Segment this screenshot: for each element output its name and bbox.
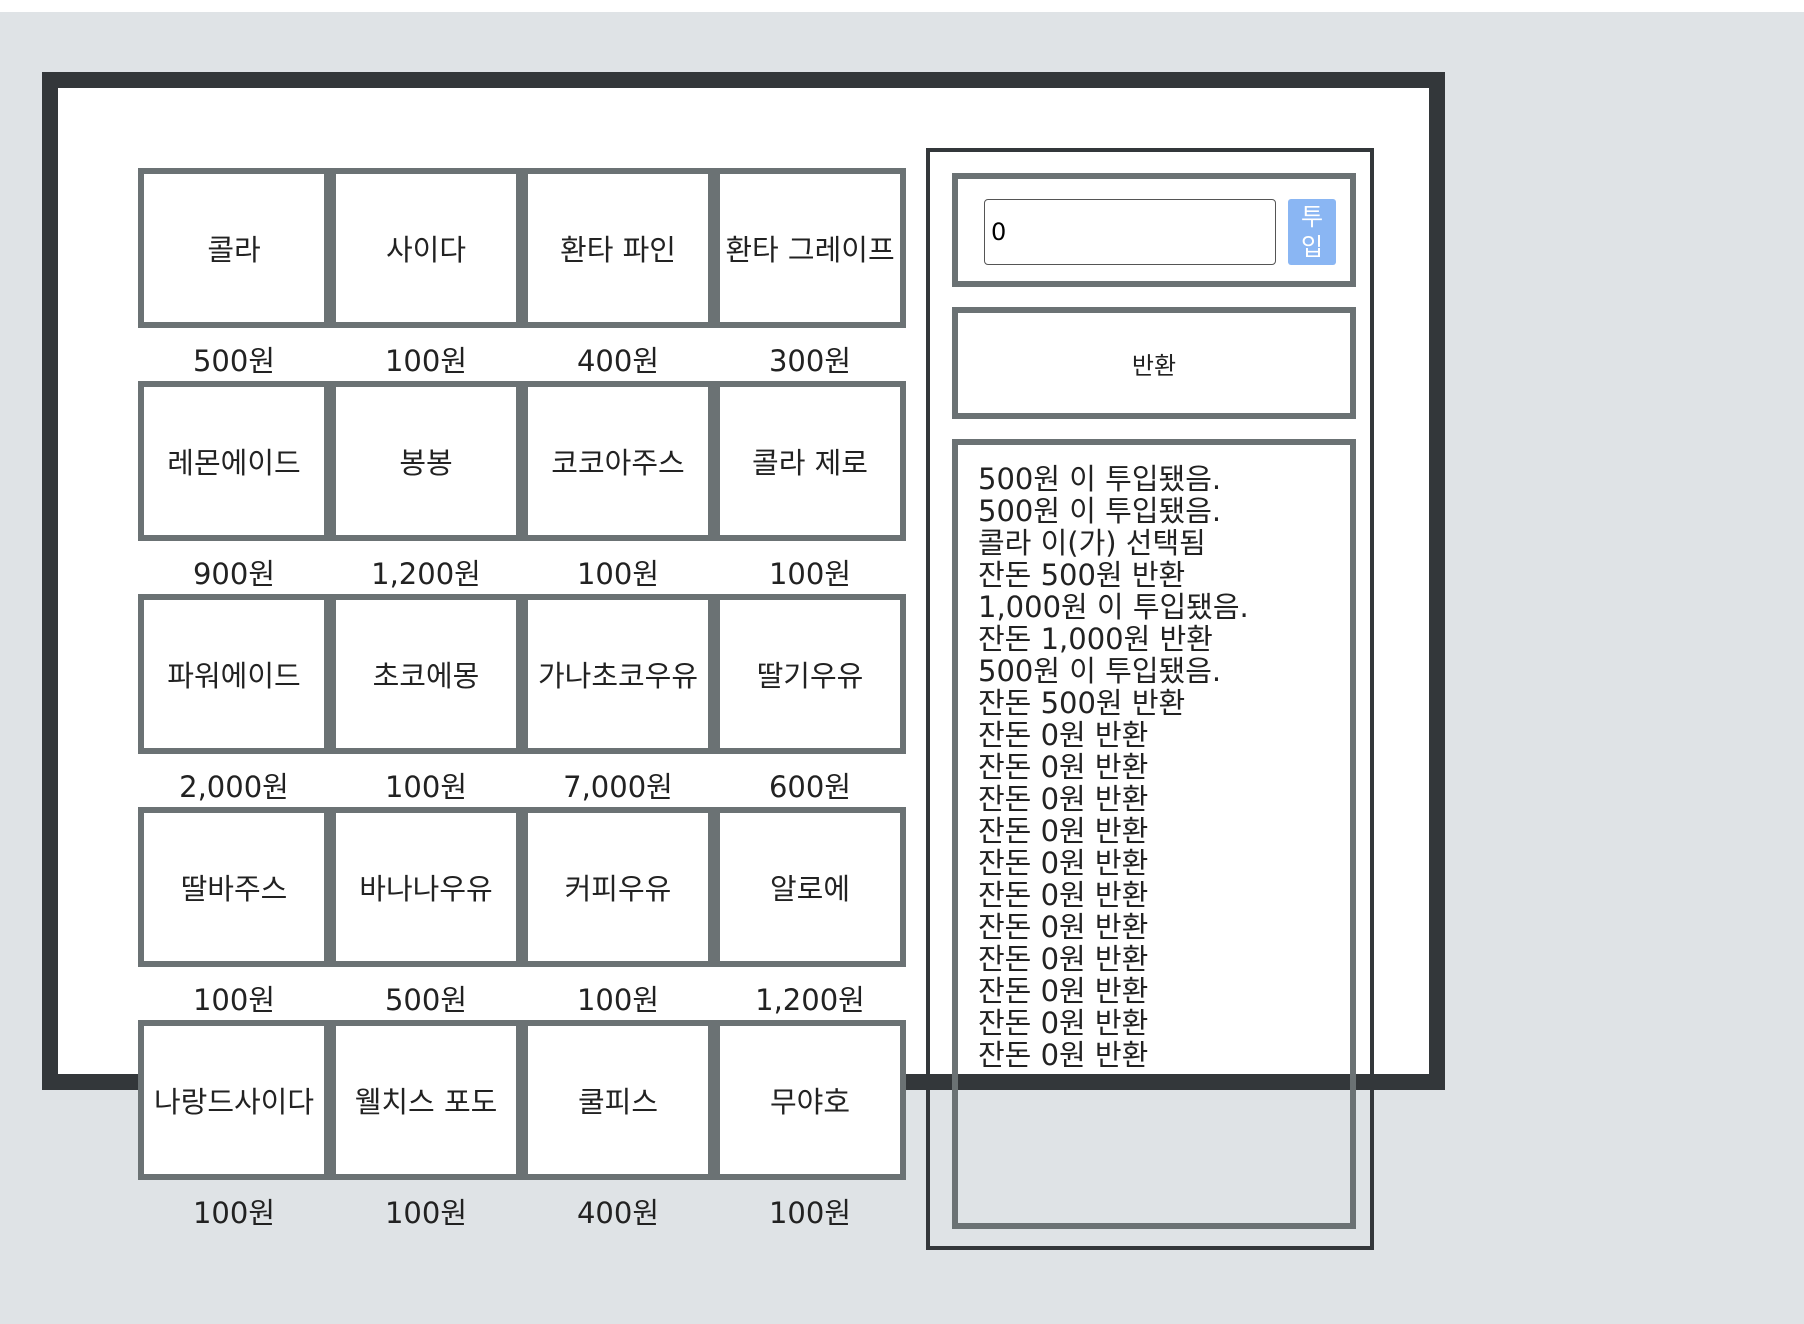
log-line: 잔돈 0원 반환 — [978, 974, 1149, 1008]
activity-log: 500원 이 투입됐음. 500원 이 투입됐음. 콜라 이(가) 선택됨 잔돈… — [952, 439, 1356, 1229]
product-price: 100원 — [384, 344, 468, 378]
product-slot: 알로에 1,200원 — [714, 807, 906, 1019]
product-button[interactable]: 봉봉 — [330, 381, 522, 541]
product-price: 1,200원 — [371, 557, 481, 591]
control-panel — [926, 148, 1374, 1250]
log-line: 콜라 이(가) 선택됨 — [978, 526, 1206, 560]
product-button[interactable]: 콜라 제로 — [714, 381, 906, 541]
product-button[interactable]: 환타 그레이프 — [714, 168, 906, 328]
product-button[interactable]: 코코아주스 — [522, 381, 714, 541]
product-slot: 레몬에이드 900원 — [138, 381, 330, 593]
product-price: 900원 — [192, 557, 276, 591]
product-button[interactable]: 쿨피스 — [522, 1020, 714, 1180]
product-slot: 봉봉 1,200원 — [330, 381, 522, 593]
return-change-button[interactable]: 반환 — [952, 307, 1356, 419]
log-line: 500원 이 투입됐음. — [978, 462, 1222, 496]
log-line: 1,000원 이 투입됐음. — [978, 590, 1249, 624]
log-line: 잔돈 0원 반환 — [978, 942, 1149, 976]
log-line: 잔돈 0원 반환 — [978, 718, 1149, 752]
log-line: 잔돈 0원 반환 — [978, 1006, 1149, 1040]
product-price: 100원 — [768, 557, 852, 591]
product-price: 400원 — [576, 1196, 660, 1230]
product-price: 100원 — [576, 557, 660, 591]
log-line: 잔돈 0원 반환 — [978, 910, 1149, 944]
product-price: 7,000원 — [563, 770, 673, 804]
product-slot: 무야호 100원 — [714, 1020, 906, 1232]
product-button[interactable]: 커피우유 — [522, 807, 714, 967]
coin-amount-input[interactable] — [984, 199, 1276, 265]
product-price: 100원 — [384, 1196, 468, 1230]
log-lines: 500원 이 투입됐음. 500원 이 투입됐음. 콜라 이(가) 선택됨 잔돈… — [978, 463, 1348, 1071]
product-slot: 바나나우유 500원 — [330, 807, 522, 1019]
insert-coin-button[interactable]: 투입 — [1288, 199, 1336, 265]
product-button[interactable]: 콜라 — [138, 168, 330, 328]
log-line: 잔돈 0원 반환 — [978, 1038, 1149, 1072]
log-line: 500원 이 투입됐음. — [978, 494, 1222, 528]
product-price: 100원 — [192, 983, 276, 1017]
product-slot: 코코아주스 100원 — [522, 381, 714, 593]
product-slot: 환타 파인 400원 — [522, 168, 714, 380]
product-slot: 커피우유 100원 — [522, 807, 714, 1019]
product-button[interactable]: 환타 파인 — [522, 168, 714, 328]
product-button[interactable]: 무야호 — [714, 1020, 906, 1180]
product-price: 100원 — [384, 770, 468, 804]
product-button[interactable]: 알로에 — [714, 807, 906, 967]
product-button[interactable]: 딸기우유 — [714, 594, 906, 754]
product-button[interactable]: 바나나우유 — [330, 807, 522, 967]
product-slot: 딸바주스 100원 — [138, 807, 330, 1019]
product-price: 100원 — [192, 1196, 276, 1230]
product-price: 300원 — [768, 344, 852, 378]
log-line: 잔돈 0원 반환 — [978, 814, 1149, 848]
log-line: 잔돈 0원 반환 — [978, 846, 1149, 880]
product-price: 100원 — [576, 983, 660, 1017]
product-price: 400원 — [576, 344, 660, 378]
log-line: 잔돈 1,000원 반환 — [978, 622, 1213, 656]
product-slot: 가나초코우유 7,000원 — [522, 594, 714, 806]
product-slot: 콜라 제로 100원 — [714, 381, 906, 593]
product-slot: 쿨피스 400원 — [522, 1020, 714, 1232]
product-slot: 초코에몽 100원 — [330, 594, 522, 806]
log-line: 잔돈 500원 반환 — [978, 686, 1186, 720]
product-price: 600원 — [768, 770, 852, 804]
product-button[interactable]: 웰치스 포도 — [330, 1020, 522, 1180]
product-slot: 나랑드사이다 100원 — [138, 1020, 330, 1232]
product-price: 500원 — [192, 344, 276, 378]
product-button[interactable]: 딸바주스 — [138, 807, 330, 967]
log-line: 500원 이 투입됐음. — [978, 654, 1222, 688]
product-slot: 파워에이드 2,000원 — [138, 594, 330, 806]
product-price: 1,200원 — [755, 983, 865, 1017]
product-button[interactable]: 사이다 — [330, 168, 522, 328]
log-line: 잔돈 500원 반환 — [978, 558, 1186, 592]
product-slot: 딸기우유 600원 — [714, 594, 906, 806]
product-slot: 콜라 500원 — [138, 168, 330, 380]
coin-insert-box: 투입 — [952, 173, 1356, 287]
product-button[interactable]: 나랑드사이다 — [138, 1020, 330, 1180]
product-price: 100원 — [768, 1196, 852, 1230]
product-slot: 웰치스 포도 100원 — [330, 1020, 522, 1232]
product-button[interactable]: 레몬에이드 — [138, 381, 330, 541]
log-line: 잔돈 0원 반환 — [978, 878, 1149, 912]
product-slot: 환타 그레이프 300원 — [714, 168, 906, 380]
product-button[interactable]: 초코에몽 — [330, 594, 522, 754]
product-price: 2,000원 — [179, 770, 289, 804]
product-slot: 사이다 100원 — [330, 168, 522, 380]
product-button[interactable]: 가나초코우유 — [522, 594, 714, 754]
product-price: 500원 — [384, 983, 468, 1017]
log-line: 잔돈 0원 반환 — [978, 750, 1149, 784]
product-button[interactable]: 파워에이드 — [138, 594, 330, 754]
log-line: 잔돈 0원 반환 — [978, 782, 1149, 816]
